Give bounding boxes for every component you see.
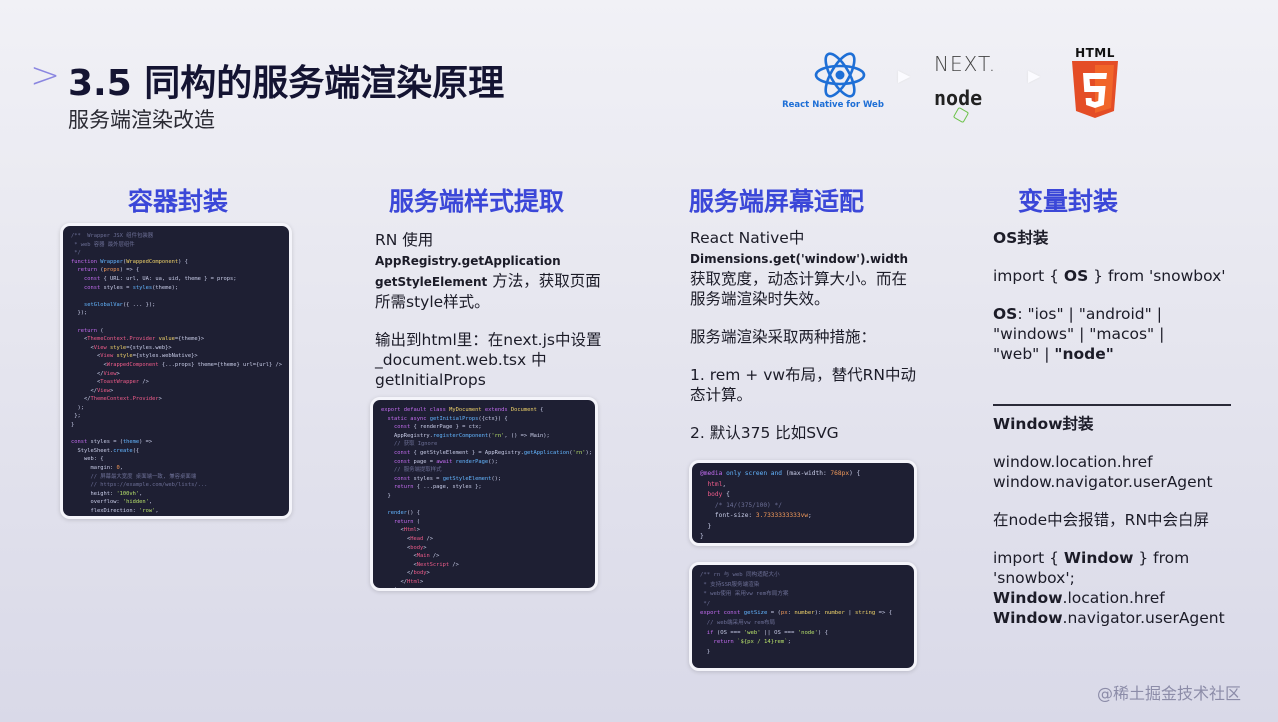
var-wrap-text: OS封装 import { OS } from 'snowbox' OS: "i… bbox=[993, 228, 1238, 382]
text-fragment: Window bbox=[993, 609, 1063, 627]
react-atom-icon bbox=[814, 52, 866, 98]
code-snippet-media-query: @media only screen and (max-width: 768px… bbox=[689, 460, 917, 546]
nodejs-logo: node bbox=[934, 86, 983, 110]
text-fragment: OS bbox=[993, 305, 1018, 323]
slide-title: 3.5 同构的服务端渲染原理 bbox=[68, 63, 505, 104]
react-caption: React Native for Web bbox=[782, 100, 884, 110]
text-fragment: RN 使用 bbox=[375, 231, 434, 249]
slide-subtitle: 服务端渲染改造 bbox=[68, 108, 215, 132]
screen-adapt-text: React Native中 Dimensions.get('window').wi… bbox=[690, 228, 920, 461]
arrow-right-icon: ▶ bbox=[1028, 66, 1041, 85]
text-fragment: .location.href bbox=[1062, 589, 1165, 607]
text-fragment: "node" bbox=[1054, 345, 1114, 363]
heading-container-wrap: 容器封装 bbox=[128, 187, 229, 216]
text-fragment: React Native中 bbox=[690, 229, 805, 247]
watermark: @稀土掘金技术社区 bbox=[1097, 684, 1242, 703]
text-fragment: import { bbox=[993, 549, 1064, 567]
heading-var-wrap: 变量封装 bbox=[1018, 187, 1119, 216]
os-wrap-title: OS封装 bbox=[993, 229, 1049, 247]
html5-label: HTML bbox=[1075, 46, 1115, 60]
text-fragment: .navigator.userAgent bbox=[1062, 609, 1225, 627]
window-error-note: 在node中会报错，RN中会白屏 bbox=[993, 511, 1210, 529]
text-fragment: 方法，获取页面所需style样式。 bbox=[375, 272, 601, 311]
section-divider bbox=[993, 404, 1231, 406]
heading-style-extract: 服务端样式提取 bbox=[389, 187, 565, 216]
text-fragment: import { bbox=[993, 267, 1064, 285]
text-fragment: window.navigator.userAgent bbox=[993, 473, 1213, 491]
text-fragment: : "ios" | "android" | "windows" | "macos… bbox=[993, 305, 1165, 363]
text-fragment: Window bbox=[1063, 549, 1134, 567]
screen-adapt-measures: 服务端渲染采取两种措施： bbox=[690, 328, 877, 346]
arrow-right-icon: ▶ bbox=[898, 66, 911, 85]
nextjs-logo: NEXT. bbox=[934, 52, 997, 76]
inline-code: AppRegistry.getApplication getStyleEleme… bbox=[375, 254, 561, 289]
text-fragment: } from 'snowbox'; bbox=[993, 549, 1190, 587]
screen-adapt-measure-1: 1. rem + vw布局，替代RN中动态计算。 bbox=[690, 366, 916, 404]
text-fragment: } from 'snowbox' bbox=[1088, 267, 1226, 285]
text-fragment: window.location.href bbox=[993, 453, 1153, 471]
window-wrap-text: Window封装 window.location.href window.navi… bbox=[993, 414, 1238, 646]
style-extract-output: 输出到html里：在next.js中设置 _document.web.tsx 中… bbox=[375, 331, 602, 389]
screen-adapt-measure-2: 2. 默认375 比如SVG bbox=[690, 424, 839, 442]
html5-shield-icon bbox=[1072, 61, 1118, 118]
text-fragment: 获取宽度，动态计算大小。而在服务端渲染时失效。 bbox=[690, 270, 908, 308]
heading-screen-adapt: 服务端屏幕适配 bbox=[689, 187, 865, 216]
code-snippet-getsize: /** rn 与 web 同构适配大小 * 支持SSR服务端渲染 * web使用… bbox=[689, 562, 917, 671]
chevron-icon: > bbox=[30, 55, 61, 96]
react-native-web-logo: React Native for Web bbox=[782, 50, 885, 110]
inline-code: Dimensions.get('window').width bbox=[690, 252, 909, 266]
code-snippet-document: export default class MyDocument extends … bbox=[370, 397, 598, 591]
html5-logo: HTML bbox=[1068, 46, 1122, 119]
code-snippet-container: /** Wrapper JSX 组件包装器 * web 容器 最外层组件 */ … bbox=[60, 223, 292, 519]
style-extract-text: RN 使用 AppRegistry.getApplication getStyl… bbox=[375, 230, 610, 408]
text-fragment: OS bbox=[1063, 267, 1089, 285]
window-wrap-title: Window封装 bbox=[993, 415, 1094, 433]
text-fragment: Window bbox=[993, 589, 1063, 607]
